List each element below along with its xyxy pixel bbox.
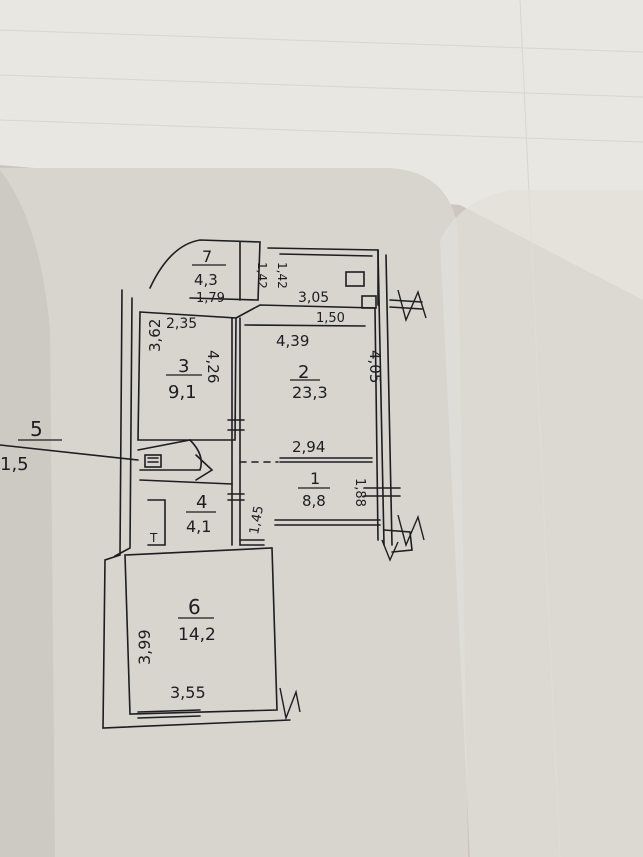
dim-4-26: 4,26: [204, 350, 222, 383]
dim-4-05: 4,05: [366, 350, 384, 383]
room-2-number: 2: [298, 362, 309, 383]
room-6-area: 14,2: [178, 625, 216, 645]
plan-walls: [0, 239, 423, 729]
room-3-number: 3: [178, 356, 189, 377]
room-7-number: 7: [202, 247, 212, 266]
room-1-number: 1: [310, 469, 320, 488]
dim-3-62: 3,62: [146, 319, 164, 352]
room-3-area: 9,1: [168, 382, 197, 403]
paper-shadow-left: [0, 170, 55, 857]
paper-sheet-right: [440, 190, 643, 857]
dim-1-50: 1,50: [316, 311, 345, 326]
room-6-number: 6: [188, 595, 201, 619]
dim-1-45: 1,45: [247, 505, 267, 536]
dim-2-35: 2,35: [166, 316, 197, 332]
fraction-bars: [18, 264, 330, 619]
dim-4-39: 4,39: [276, 332, 309, 350]
dim-3-55: 3,55: [170, 683, 206, 702]
room-1-area: 8,8: [302, 492, 326, 510]
dim-1-42-right: 1,42: [275, 262, 289, 289]
room-5-area: 1,5: [0, 454, 29, 475]
dim-1-88: 1,88: [352, 478, 367, 507]
paper-sheet-top: [0, 0, 643, 300]
dim-1-79: 1,79: [196, 291, 225, 306]
dim-2-94: 2,94: [292, 438, 325, 456]
dim-1-42-left: 1,42: [255, 262, 269, 289]
room-2-area: 23,3: [292, 383, 328, 402]
room-4-area: 4,1: [186, 517, 211, 536]
room-4-number: 4: [196, 492, 207, 513]
paper-sheet-main: [0, 168, 468, 857]
room-5-number: 5: [30, 417, 43, 441]
dim-3-05: 3,05: [298, 290, 329, 306]
stair-symbols: [279, 289, 427, 721]
room-7-area: 4,3: [194, 271, 218, 289]
toilet-mark-icon: T: [149, 531, 158, 545]
dim-3-99: 3,99: [135, 629, 154, 665]
